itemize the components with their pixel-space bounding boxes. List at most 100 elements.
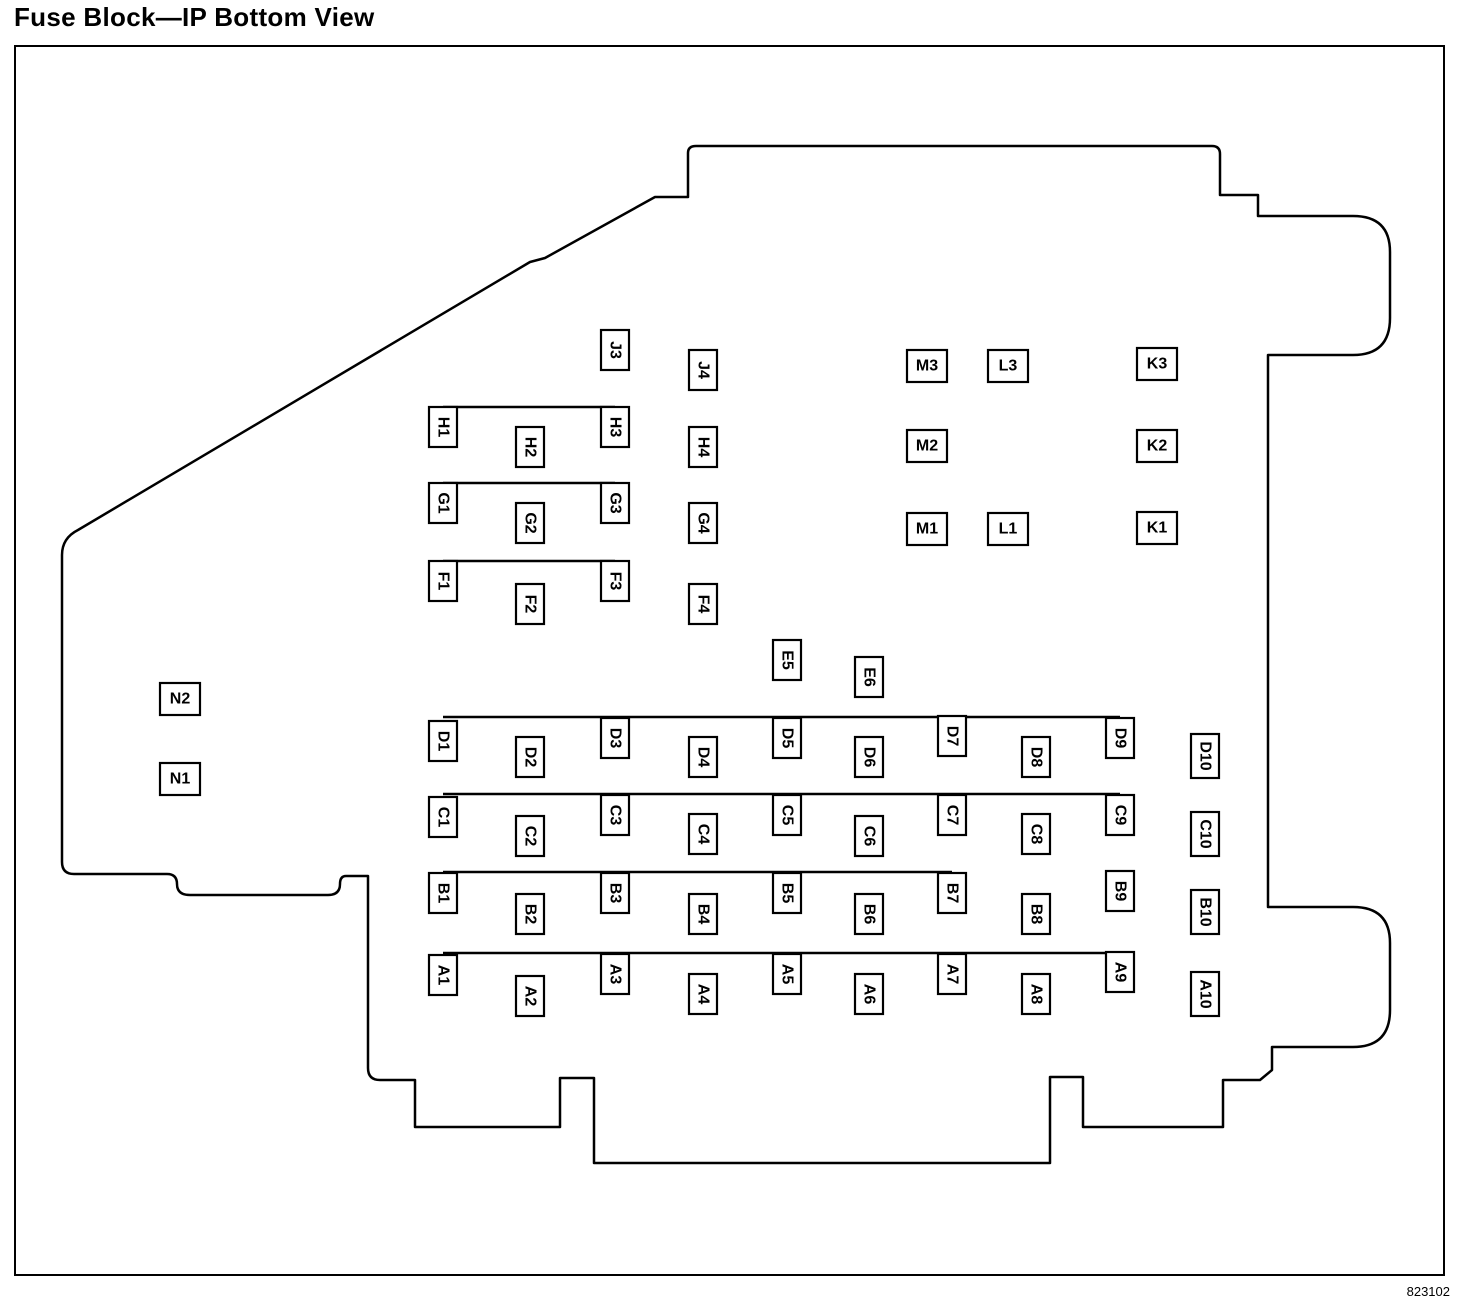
cavity-k3: K3 — [1135, 346, 1179, 382]
cavity-label: B1 — [435, 883, 452, 904]
cavity-box — [514, 974, 546, 1018]
cavity-label: G1 — [435, 492, 452, 513]
cavity-box — [514, 892, 546, 936]
cavity-box — [1020, 972, 1052, 1016]
cavity-h2: H2 — [514, 425, 546, 469]
cavity-b10: B10 — [1189, 888, 1221, 936]
cavity-g3: G3 — [599, 481, 631, 525]
cavity-label: B4 — [695, 904, 712, 925]
cavity-label: F3 — [607, 572, 624, 591]
cavity-b2: B2 — [514, 892, 546, 936]
cavity-d10: D10 — [1189, 732, 1221, 780]
cavity-label: A8 — [1028, 984, 1045, 1005]
cavity-box — [853, 972, 885, 1016]
cavity-b3: B3 — [599, 871, 631, 915]
cavity-h1: H1 — [427, 405, 459, 449]
cavity-box — [599, 481, 631, 525]
cavity-label: J4 — [695, 361, 712, 379]
cavity-label: F2 — [522, 595, 539, 614]
cavity-b6: B6 — [853, 892, 885, 936]
cavity-label: D1 — [435, 731, 452, 752]
cavity-j4: J4 — [687, 348, 719, 392]
fuse-block-outline — [60, 144, 1392, 1165]
cavity-label: C8 — [1028, 824, 1045, 845]
cavity-l1: L1 — [986, 511, 1030, 547]
cavity-box — [1135, 428, 1179, 464]
cavity-label: E6 — [861, 667, 878, 687]
cavity-box — [936, 952, 968, 996]
cavity-label: H4 — [695, 437, 712, 458]
cavity-k2: K2 — [1135, 428, 1179, 464]
diagram-frame — [14, 45, 1445, 1276]
cavity-label: C4 — [695, 824, 712, 845]
cavity-f4: F4 — [687, 582, 719, 626]
cavity-label: B3 — [607, 883, 624, 904]
cavity-m1: M1 — [905, 511, 949, 547]
cavity-box — [158, 681, 202, 717]
cavity-box — [771, 793, 803, 837]
cavity-box — [599, 871, 631, 915]
cavity-d9: D9 — [1104, 716, 1136, 760]
cavity-c6: C6 — [853, 814, 885, 858]
cavity-box — [427, 871, 459, 915]
cavity-b8: B8 — [1020, 892, 1052, 936]
cavity-label: E5 — [779, 650, 796, 670]
cavity-box — [1189, 970, 1221, 1018]
cavity-label: D2 — [522, 747, 539, 768]
cavity-l3: L3 — [986, 348, 1030, 384]
cavity-box — [1104, 869, 1136, 913]
cavity-label: D10 — [1197, 741, 1214, 770]
cavity-f3: F3 — [599, 559, 631, 603]
cavity-label: D6 — [861, 747, 878, 768]
cavity-label: B10 — [1197, 897, 1214, 926]
cavity-d8: D8 — [1020, 735, 1052, 779]
cavity-a9: A9 — [1104, 950, 1136, 994]
cavity-b9: B9 — [1104, 869, 1136, 913]
figure-number: 823102 — [1406, 1284, 1450, 1299]
cavity-a2: A2 — [514, 974, 546, 1018]
cavity-label: C3 — [607, 805, 624, 826]
cavity-c2: C2 — [514, 814, 546, 858]
cavity-k1: K1 — [1135, 510, 1179, 546]
cavity-box — [853, 655, 885, 699]
cavity-f1: F1 — [427, 559, 459, 603]
cavity-label: M3 — [916, 358, 938, 375]
cavity-box — [427, 559, 459, 603]
cavity-label: C7 — [944, 805, 961, 826]
cavity-label: K3 — [1147, 356, 1168, 373]
cavity-label: A3 — [607, 964, 624, 985]
cavity-c1: C1 — [427, 795, 459, 839]
cavity-a4: A4 — [687, 972, 719, 1016]
cavity-a5: A5 — [771, 952, 803, 996]
cavity-b1: B1 — [427, 871, 459, 915]
cavity-e6: E6 — [853, 655, 885, 699]
cavity-box — [936, 793, 968, 837]
cavity-label: G2 — [522, 512, 539, 533]
cavity-label: B2 — [522, 904, 539, 925]
cavity-a3: A3 — [599, 952, 631, 996]
cavity-label: K2 — [1147, 438, 1168, 455]
cavity-box — [158, 761, 202, 797]
cavity-label: C9 — [1112, 805, 1129, 826]
cavity-d2: D2 — [514, 735, 546, 779]
cavity-h3: H3 — [599, 405, 631, 449]
cavity-label: H3 — [607, 417, 624, 438]
cavity-label: A5 — [779, 964, 796, 985]
cavity-label: J3 — [607, 341, 624, 359]
cavity-label: A2 — [522, 986, 539, 1007]
cavity-d4: D4 — [687, 735, 719, 779]
cavity-label: B8 — [1028, 904, 1045, 925]
cavity-box — [1104, 716, 1136, 760]
cavity-box — [427, 405, 459, 449]
cavity-box — [771, 716, 803, 760]
cavity-label: D7 — [944, 726, 961, 747]
cavity-b7: B7 — [936, 871, 968, 915]
cavity-label: C2 — [522, 826, 539, 847]
cavity-label: C1 — [435, 807, 452, 828]
cavity-box — [599, 793, 631, 837]
cavity-box — [687, 735, 719, 779]
cavity-box — [599, 328, 631, 372]
cavity-label: M1 — [916, 521, 938, 538]
cavity-n2: N2 — [158, 681, 202, 717]
cavity-box — [599, 716, 631, 760]
